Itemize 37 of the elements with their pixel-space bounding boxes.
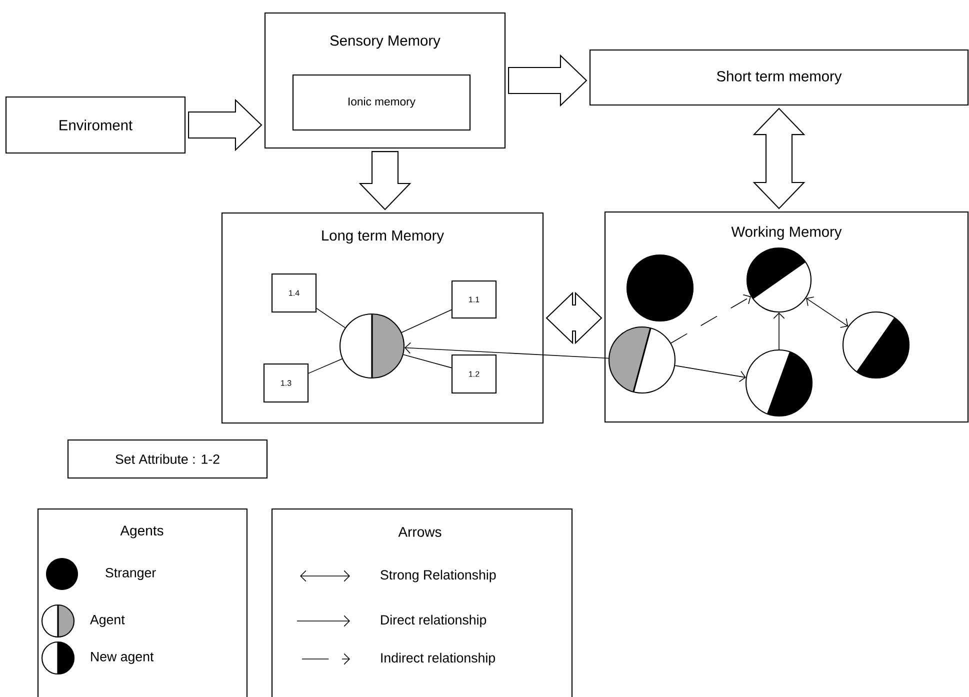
block-arrow — [188, 98, 262, 152]
process-box: Ionic memory — [292, 74, 471, 131]
agent-circle — [745, 349, 813, 417]
note-box: Set Attribute : 1-2 — [67, 439, 268, 479]
legend-title: Agents — [120, 526, 164, 538]
connector-line — [402, 354, 452, 368]
dashed-arrow — [670, 294, 751, 344]
process-box: Short term memory — [589, 49, 969, 106]
attribute-box: 1.3 — [263, 363, 309, 403]
connector-line — [401, 309, 452, 333]
attribute-box: 1.2 — [451, 354, 497, 394]
legend-text: Direct relationship — [381, 614, 486, 628]
legend-text: Indirect relationship — [381, 652, 496, 666]
legend-text: Agent — [90, 615, 125, 627]
arrow — [404, 342, 609, 359]
agent-circle — [608, 326, 676, 394]
arrow — [674, 365, 746, 382]
attribute-box: 1.1 — [451, 280, 497, 319]
agent-circle — [746, 247, 812, 313]
legend-text: New agent — [91, 652, 154, 664]
container-box: Working Memory — [604, 211, 969, 423]
process-box: Enviroment — [5, 96, 186, 154]
agent-circle — [339, 313, 405, 379]
block-arrow — [358, 151, 412, 210]
block-arrow — [752, 108, 806, 210]
arrow — [773, 312, 785, 350]
block-arrow — [508, 54, 588, 107]
legend-text: Strong Relationship — [380, 570, 496, 582]
connector-line — [316, 308, 346, 328]
legend-title: Arrows — [398, 527, 442, 537]
agent-circle — [842, 311, 910, 379]
arrow — [806, 296, 848, 328]
agent-circle — [626, 254, 694, 322]
attribute-box: 1.4 — [271, 273, 317, 313]
connector-line — [308, 358, 343, 374]
legend-text: Stranger — [106, 568, 156, 580]
block-arrow — [546, 292, 602, 344]
